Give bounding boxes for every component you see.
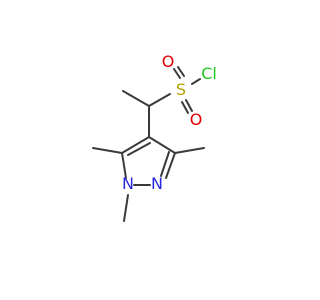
ring-bond-c5-c4-a (121, 136, 150, 154)
atom-chlorine: Cl (201, 64, 217, 83)
ring-bond-c3-n2-b (160, 151, 170, 177)
atom-oxygen-top: O (162, 52, 175, 71)
bond-n1-methyl (123, 194, 129, 222)
bond-c3-methyl (174, 147, 205, 154)
atom-nitrogen-methyl: N (122, 174, 134, 193)
bond-c5-methyl (92, 147, 123, 154)
bonds (92, 66, 205, 222)
ring-bond-c4-c3 (148, 136, 176, 154)
bond-sulfur-chlorine (191, 78, 201, 85)
bond-sulfur-oxygen-bottom-b (185, 99, 193, 112)
bond-ch-sulfur (148, 93, 171, 107)
bond-sulfur-oxygen-top-b (177, 66, 185, 77)
bond-methyl-ch (122, 90, 150, 107)
atom-oxygen-bottom: O (190, 110, 203, 129)
ring-bond-n1-c5 (121, 152, 127, 179)
structure-svg: S O O Cl N N (92, 52, 217, 222)
ring-bond-c5-c4-b (127, 142, 151, 156)
atom-sulfur: S (176, 80, 186, 99)
atom-nitrogen-ring: N (151, 174, 163, 193)
molecule-diagram: S O O Cl N N (92, 52, 217, 222)
bond-sulfur-oxygen-top-a (173, 68, 181, 79)
ring-bond-c3-n2-a (165, 152, 176, 179)
bond-sulfur-oxygen-bottom-a (181, 101, 189, 114)
